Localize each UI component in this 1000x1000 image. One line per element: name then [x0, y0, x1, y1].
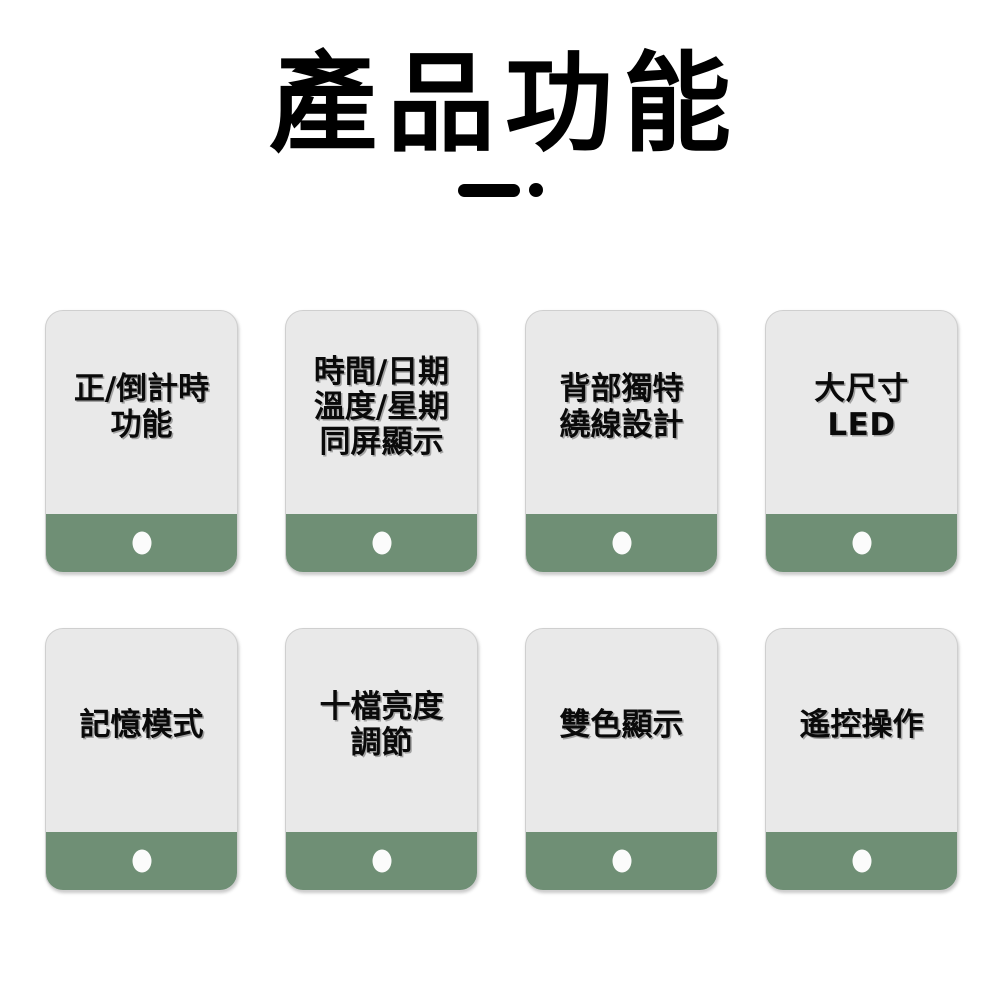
card-footer-band: [286, 832, 477, 890]
card-button-dot-icon[interactable]: [612, 849, 631, 873]
page-header: 產品功能: [0, 0, 1000, 270]
feature-card-label: 背部獨特 繞線設計: [559, 371, 684, 443]
feature-card-label: 時間/日期 溫度/星期 同屏顯示: [313, 353, 450, 460]
divider-bar-icon: [457, 183, 520, 197]
card-footer-band: [286, 514, 477, 572]
feature-card-label: 十檔亮度 調節: [319, 689, 444, 761]
feature-card-ten-level-brightness[interactable]: 十檔亮度 調節: [285, 628, 478, 891]
card-button-dot-icon[interactable]: [132, 849, 151, 873]
feature-card-dual-color-display[interactable]: 雙色顯示: [525, 628, 718, 891]
feature-card-remote-control[interactable]: 遙控操作: [765, 628, 958, 891]
title-divider: [457, 180, 543, 200]
card-button-dot-icon[interactable]: [852, 849, 871, 873]
card-footer-band: [766, 514, 957, 572]
feature-card-label: 記憶模式: [79, 706, 204, 743]
card-footer-band: [46, 832, 237, 890]
divider-dot-icon: [528, 183, 543, 198]
feature-card-label: 遙控操作: [799, 706, 924, 743]
card-button-dot-icon[interactable]: [852, 531, 871, 555]
feature-card-label: 大尺寸 LED: [814, 371, 909, 443]
feature-card-label: 雙色顯示: [559, 706, 684, 743]
card-body: 大尺寸 LED: [766, 311, 957, 514]
card-body: 時間/日期 溫度/星期 同屏顯示: [286, 311, 477, 514]
feature-card-grid: 正/倒計時 功能 時間/日期 溫度/星期 同屏顯示 背部獨特 繞線設計: [45, 310, 960, 891]
card-body: 雙色顯示: [526, 629, 717, 832]
card-body: 背部獨特 繞線設計: [526, 311, 717, 514]
card-body: 遙控操作: [766, 629, 957, 832]
feature-card-time-date-temp-week[interactable]: 時間/日期 溫度/星期 同屏顯示: [285, 310, 478, 573]
card-body: 記憶模式: [46, 629, 237, 832]
feature-card-forward-countdown-timer[interactable]: 正/倒計時 功能: [45, 310, 238, 573]
feature-card-memory-mode[interactable]: 記憶模式: [45, 628, 238, 891]
card-body: 正/倒計時 功能: [46, 311, 237, 514]
card-body: 十檔亮度 調節: [286, 629, 477, 832]
card-button-dot-icon[interactable]: [372, 531, 391, 555]
card-button-dot-icon[interactable]: [132, 531, 151, 555]
card-footer-band: [526, 514, 717, 572]
card-footer-band: [766, 832, 957, 890]
card-footer-band: [526, 832, 717, 890]
feature-card-label: 正/倒計時 功能: [73, 371, 210, 443]
card-button-dot-icon[interactable]: [372, 849, 391, 873]
card-button-dot-icon[interactable]: [612, 531, 631, 555]
feature-card-large-size-led[interactable]: 大尺寸 LED: [765, 310, 958, 573]
feature-card-rear-cable-winding[interactable]: 背部獨特 繞線設計: [525, 310, 718, 573]
page-title: 產品功能: [268, 42, 741, 167]
card-footer-band: [46, 514, 237, 572]
